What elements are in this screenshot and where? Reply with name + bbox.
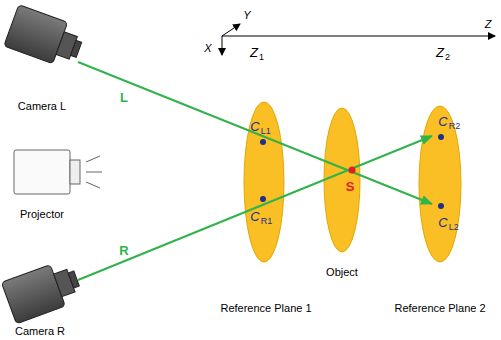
reference-plane-2 (419, 106, 461, 262)
reference-plane-1 (244, 102, 284, 262)
axes (222, 24, 495, 55)
ray-label: L (120, 91, 128, 104)
subscript: 2 (445, 53, 450, 62)
plane-position: Z (436, 46, 444, 59)
ray-label: R (119, 244, 128, 257)
point-cr2 (438, 134, 444, 140)
plane-label: Object (326, 267, 358, 278)
plane-label: Reference Plane 1 (220, 303, 311, 314)
subscript: R1 (261, 217, 273, 226)
axis-label: X (204, 43, 211, 54)
ray-l (78, 62, 432, 204)
point-cl2 (438, 203, 444, 209)
axis-label: Y (243, 10, 250, 21)
point-label: C (250, 210, 259, 223)
point-s (349, 167, 356, 174)
point-label: C (438, 115, 447, 128)
axis-label: Z (485, 19, 492, 30)
object-plane (324, 108, 360, 252)
camera-l (4, 5, 87, 71)
plane-label: Reference Plane 2 (394, 303, 485, 314)
plane-position: Z (250, 46, 258, 59)
device-label: Projector (20, 209, 64, 220)
camera-r (1, 258, 84, 324)
projector (14, 150, 102, 194)
device-label: Camera R (15, 326, 65, 337)
point-cr1 (260, 196, 266, 202)
ray-r (78, 136, 432, 280)
point-label: S (346, 180, 355, 193)
point-label: C (250, 120, 259, 133)
subscript: L1 (261, 127, 271, 136)
subscript: R2 (449, 122, 461, 131)
device-label: Camera L (18, 101, 66, 112)
point-label: C (438, 216, 447, 229)
subscript: L2 (449, 223, 459, 232)
subscript: 1 (259, 53, 264, 62)
point-cl1 (260, 139, 266, 145)
